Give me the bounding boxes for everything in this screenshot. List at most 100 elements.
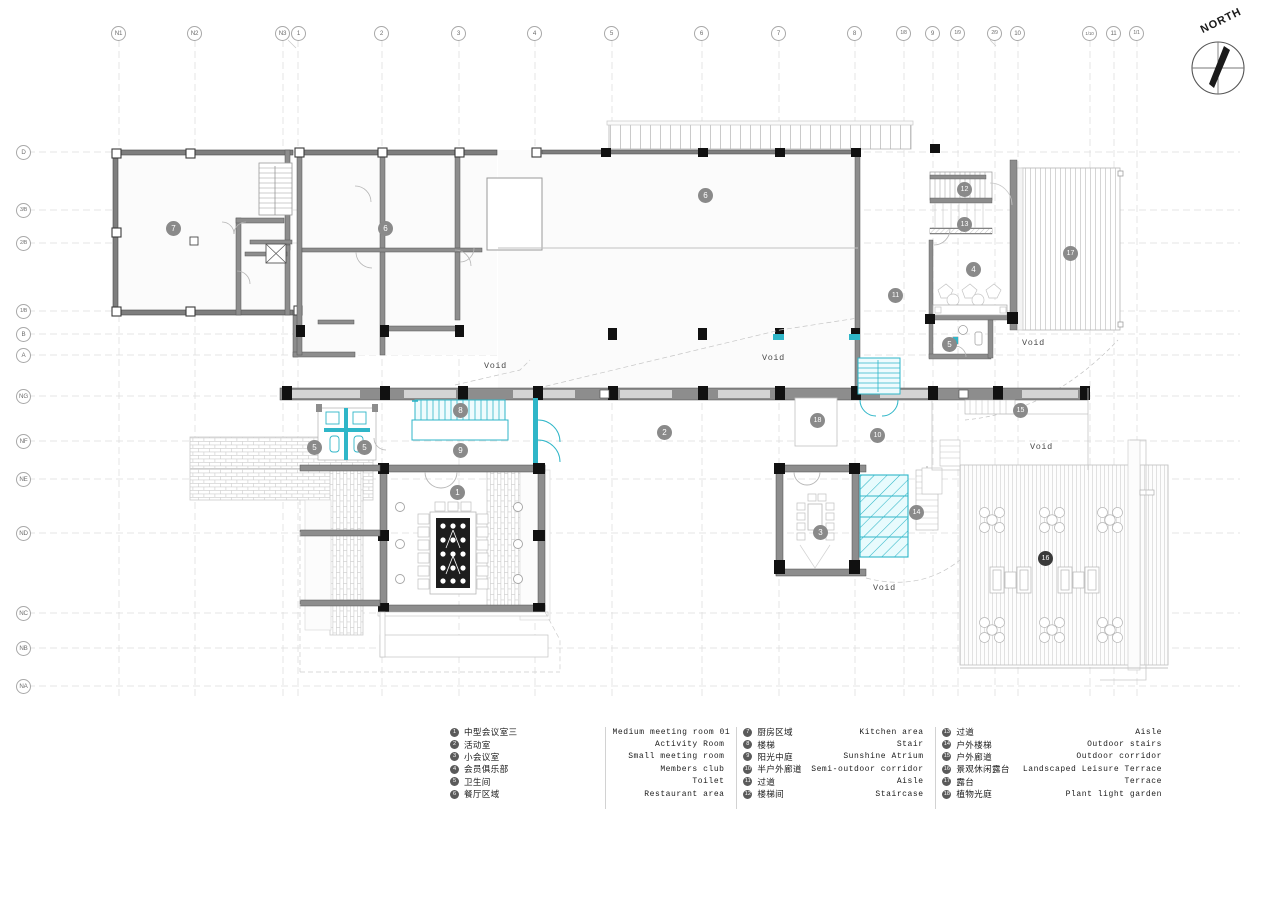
legend-column-3: 13 过道 14 户外楼梯 15 户外廊道 16 景观休闲露台 17 露台 18… <box>942 726 1018 810</box>
grid-marker-top[interactable]: N1 <box>111 26 126 41</box>
legend-label-cn: 小会议室 <box>464 752 500 763</box>
legend-item[interactable]: 10 半户外廊道 <box>743 763 811 775</box>
grid-marker-top[interactable]: 4 <box>527 26 542 41</box>
legend-divider <box>735 727 737 809</box>
grid-marker-left[interactable]: NB <box>16 641 31 656</box>
grid-marker-left[interactable]: 3/B <box>16 203 31 218</box>
grid-marker-top[interactable]: N3 <box>275 26 290 41</box>
grid-marker-top[interactable]: 10 <box>1010 26 1025 41</box>
grid-marker-top[interactable]: 1 <box>291 26 306 41</box>
legend-label-cn: 厨房区域 <box>757 728 793 739</box>
legend-label-cn: 过道 <box>956 728 975 739</box>
legend-item[interactable]: 4 会员俱乐部 <box>450 763 602 775</box>
legend-number: 7 <box>743 727 753 737</box>
grid-marker-top[interactable]: 7 <box>771 26 786 41</box>
legend-item[interactable]: 18 植物光庭 <box>942 788 1018 800</box>
legend-column-2: 7 厨房区域 8 楼梯 9 阳光中庭 10 半户外廊道 11 过道 12 楼梯间 <box>743 726 811 810</box>
legend-label-cn: 楼梯 <box>757 740 776 751</box>
legend-divider <box>604 727 606 809</box>
room-marker[interactable]: 4 <box>966 262 981 277</box>
legend-item-en: Small meeting room <box>613 751 733 763</box>
legend-item[interactable]: 11 过道 <box>743 776 811 788</box>
grid-marker-left[interactable]: ND <box>16 526 31 541</box>
grid-marker-left[interactable]: NE <box>16 472 31 487</box>
grid-marker-top[interactable]: 3 <box>451 26 466 41</box>
legend-item-en: Aisle <box>1018 726 1170 738</box>
room-marker[interactable]: 14 <box>909 505 924 520</box>
room-marker[interactable]: 6 <box>378 221 393 236</box>
legend-item[interactable]: 5 卫生间 <box>450 776 602 788</box>
grid-marker-left[interactable]: NC <box>16 606 31 621</box>
grid-marker-left[interactable]: NA <box>16 679 31 694</box>
room-marker[interactable]: 6 <box>698 188 713 203</box>
room-marker[interactable]: 11 <box>888 288 903 303</box>
legend-item[interactable]: 13 过道 <box>942 726 1018 738</box>
room-marker[interactable]: 12 <box>957 182 972 197</box>
grid-marker-top[interactable]: 1/1 <box>1129 26 1144 41</box>
grid-marker-top[interactable]: 11 <box>1106 26 1121 41</box>
grid-marker-top[interactable]: 6 <box>694 26 709 41</box>
room-marker[interactable]: 10 <box>870 428 885 443</box>
room-marker[interactable]: 2 <box>657 425 672 440</box>
room-marker[interactable]: 13 <box>957 217 972 232</box>
room-marker[interactable]: 15 <box>1013 403 1028 418</box>
legend-item[interactable]: 8 楼梯 <box>743 738 811 751</box>
legend-item[interactable]: 2 活动室 <box>450 738 602 751</box>
grid-marker-left[interactable]: A <box>16 348 31 363</box>
legend-item[interactable]: 14 户外楼梯 <box>942 738 1018 751</box>
legend-item[interactable]: 1 中型会议室三 <box>450 726 602 738</box>
void-label: Void <box>873 583 896 593</box>
legend-item[interactable]: 17 露台 <box>942 776 1018 788</box>
legend-item[interactable]: 7 厨房区域 <box>743 726 811 738</box>
legend-number: 9 <box>743 752 753 762</box>
legend-number: 6 <box>450 789 459 799</box>
legend-label-en: Aisle <box>896 777 924 787</box>
grid-marker-left[interactable]: B <box>16 327 31 342</box>
stair-small-lower <box>921 467 943 495</box>
void-label: Void <box>484 361 507 371</box>
room-marker[interactable]: 1 <box>450 485 465 500</box>
legend-item[interactable]: 15 户外廊道 <box>942 751 1018 763</box>
room-marker[interactable]: 9 <box>453 443 468 458</box>
legend-label-cn: 餐厅区域 <box>464 790 500 801</box>
room-marker[interactable]: 16 <box>1038 551 1053 566</box>
grid-marker-left[interactable]: NG <box>16 389 31 404</box>
legend-label-cn: 户外廊道 <box>956 752 992 763</box>
grid-marker-top[interactable]: 5 <box>604 26 619 41</box>
corridor-band-15 <box>279 386 1090 470</box>
meeting-room-1 <box>299 463 549 658</box>
room-marker[interactable]: 18 <box>810 413 825 428</box>
grid-marker-top[interactable]: 2/9 <box>987 26 1002 41</box>
room-marker[interactable]: 5 <box>942 337 957 352</box>
grid-marker-top[interactable]: 1/10 <box>1082 26 1097 41</box>
legend-item[interactable]: 9 阳光中庭 <box>743 751 811 763</box>
legend-item[interactable]: 6 餐厅区域 <box>450 788 602 800</box>
legend-item[interactable]: 16 景观休闲露台 <box>942 763 1018 775</box>
grid-marker-top[interactable]: 2 <box>374 26 389 41</box>
room-marker[interactable]: 8 <box>453 403 468 418</box>
grid-marker-top[interactable]: N2 <box>187 26 202 41</box>
grid-marker-top[interactable]: 1/9 <box>950 26 965 41</box>
room-marker[interactable]: 3 <box>813 525 828 540</box>
legend-label-cn: 卫生间 <box>464 777 491 788</box>
room-marker[interactable]: 17 <box>1063 246 1078 261</box>
grid-marker-left[interactable]: 2/B <box>16 236 31 251</box>
grid-marker-left[interactable]: 1/B <box>16 304 31 319</box>
grid-marker-top[interactable]: 8 <box>847 26 862 41</box>
legend-label-en: Outdoor stairs <box>1087 740 1162 750</box>
legend-label-cn: 阳光中庭 <box>757 752 793 763</box>
legend-item[interactable]: 3 小会议室 <box>450 751 602 763</box>
room-marker[interactable]: 5 <box>357 440 372 455</box>
grid-marker-left[interactable]: D <box>16 145 31 160</box>
legend-item-en: Aisle <box>811 776 931 788</box>
legend-column-1-en: Medium meeting room 01 Activity Room Sma… <box>613 726 733 810</box>
grid-marker-left[interactable]: NF <box>16 434 31 449</box>
terrace-16-deck <box>959 439 1169 671</box>
legend-item[interactable]: 12 楼梯间 <box>743 788 811 800</box>
room-marker[interactable]: 5 <box>307 440 322 455</box>
grid-marker-top[interactable]: 1/8 <box>896 26 911 41</box>
legend-number: 2 <box>450 740 459 750</box>
grid-marker-top[interactable]: 9 <box>925 26 940 41</box>
room-marker[interactable]: 7 <box>166 221 181 236</box>
